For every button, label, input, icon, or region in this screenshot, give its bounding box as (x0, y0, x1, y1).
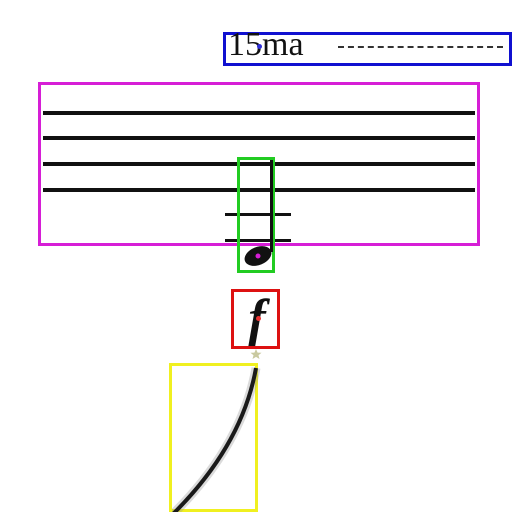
staff (38, 82, 480, 246)
ledger-line (225, 239, 291, 242)
ottava-anchor-point (257, 44, 262, 49)
ledger-line (225, 213, 291, 216)
quarter-note-icon (244, 160, 273, 266)
staff-line (43, 188, 475, 192)
staff-line (43, 111, 475, 115)
ottava-marking: 15ma (223, 26, 512, 66)
staff-line (43, 136, 475, 140)
note (237, 157, 275, 273)
ottava-dashed-line (338, 46, 503, 48)
dynamic-anchor-point (256, 316, 261, 321)
staff-line (43, 162, 475, 166)
slur (168, 363, 261, 512)
ottava-label: 15ma (228, 26, 304, 63)
slur-curve-icon (168, 367, 261, 512)
dynamic-marking: f (231, 289, 280, 349)
curve-anchor-icon (250, 349, 262, 359)
